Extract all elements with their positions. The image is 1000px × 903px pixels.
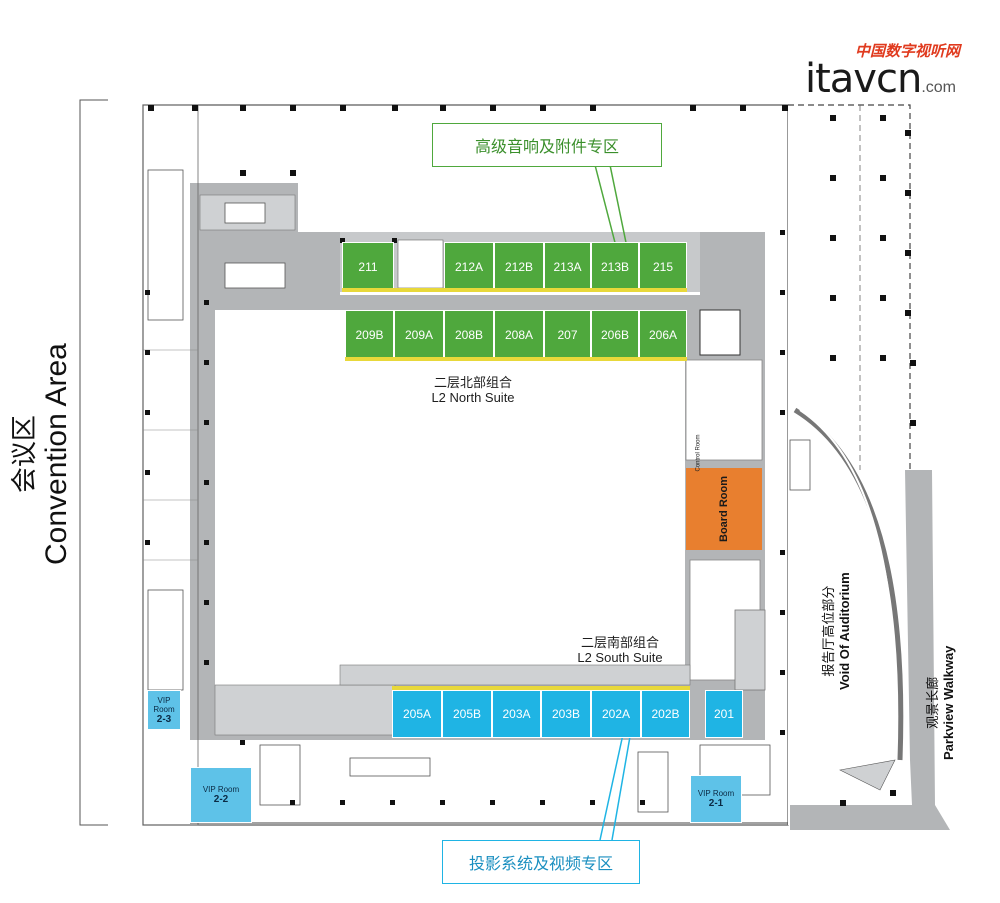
walkway-label: 观景长廊 Parkview Walkway <box>922 646 956 760</box>
room-209b[interactable]: 209B <box>345 310 394 360</box>
north-callout: 高级音响及附件专区 <box>432 123 662 167</box>
room-206b[interactable]: 206B <box>591 310 639 360</box>
north-suite-cn: 二层北部组合 <box>433 375 512 390</box>
convention-area-label: 会议区 Convention Area <box>10 343 74 565</box>
room-202a[interactable]: 202A <box>591 690 641 738</box>
room-205a[interactable]: 205A <box>392 690 442 738</box>
room-208b[interactable]: 208B <box>444 310 494 360</box>
south-suite-cn: 二层南部组合 <box>580 635 659 650</box>
south-suite-en: L2 South Suite <box>577 650 663 665</box>
room-203b[interactable]: 203B <box>541 690 591 738</box>
room-206a[interactable]: 206A <box>639 310 687 360</box>
board-room-label: Board Room <box>718 476 730 542</box>
vip-room-2-1[interactable]: VIP Room 2-1 <box>690 775 742 823</box>
north-suite-label: 二层北部组合 L2 North Suite <box>418 375 528 405</box>
room-209a[interactable]: 209A <box>394 310 444 360</box>
room-211[interactable]: 211 <box>342 242 394 292</box>
auditorium-cn: 报告厅高位部分 <box>822 585 837 677</box>
room-212a[interactable]: 212A <box>444 242 494 292</box>
room-213b[interactable]: 213B <box>591 242 639 292</box>
logo-suffix: .com <box>921 79 956 96</box>
south-top-bar <box>392 686 690 690</box>
north-suite-en: L2 North Suite <box>431 390 515 405</box>
convention-area-en: Convention Area <box>40 343 73 565</box>
logo-cn-text: 中国数字视听网 <box>854 42 960 60</box>
south-callout: 投影系统及视频专区 <box>442 840 640 884</box>
room-212b[interactable]: 212B <box>494 242 544 292</box>
logo: 中国数字视听网 itavcn.com <box>805 40 995 102</box>
room-208a[interactable]: 208A <box>494 310 544 360</box>
walkway-en: Parkview Walkway <box>941 645 956 760</box>
room-207[interactable]: 207 <box>544 310 591 360</box>
room-215[interactable]: 215 <box>639 242 687 292</box>
walkway-cn: 观景长廊 <box>926 676 941 729</box>
south-suite-label: 二层南部组合 L2 South Suite <box>565 635 675 665</box>
vip-room-2-2[interactable]: VIP Room 2-2 <box>190 767 252 823</box>
north-bottom-bar <box>345 357 687 361</box>
room-201[interactable]: 201 <box>705 690 743 738</box>
room-205b[interactable]: 205B <box>442 690 492 738</box>
room-203a[interactable]: 203A <box>492 690 541 738</box>
room-213a[interactable]: 213A <box>544 242 591 292</box>
board-room[interactable]: Board Room <box>686 468 762 550</box>
room-202b[interactable]: 202B <box>641 690 690 738</box>
control-room-label: Control Room <box>695 434 702 472</box>
auditorium-label: 报告厅高位部分 Void Of Auditorium <box>818 572 852 690</box>
auditorium-en: Void Of Auditorium <box>837 572 852 690</box>
convention-area-cn: 会议区 <box>10 415 40 494</box>
vip-room-2-3[interactable]: VIP Room 2-3 <box>147 690 181 730</box>
north-top-bar <box>342 288 687 292</box>
logo-brand: itavcn <box>805 56 922 102</box>
